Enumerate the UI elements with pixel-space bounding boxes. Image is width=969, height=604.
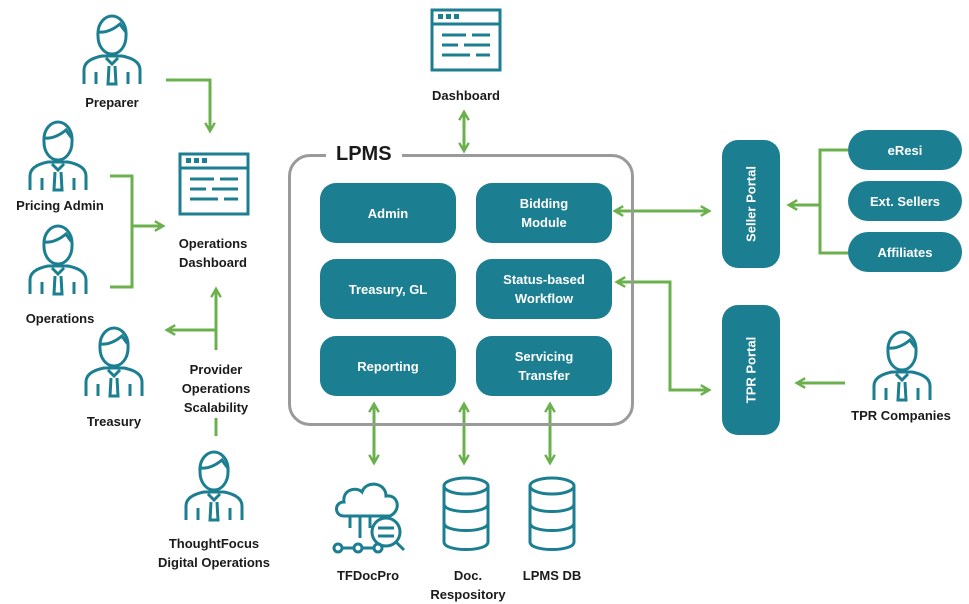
label-lpms-db: LPMS DB: [522, 568, 582, 583]
lpms-container: [288, 154, 634, 426]
seller-portal[interactable]: Seller Portal: [722, 140, 780, 268]
module-treasury-gl[interactable]: Treasury, GL: [320, 259, 456, 319]
label-tpr-companies: TPR Companies: [851, 408, 951, 423]
label-dashboard: Dashboard: [432, 88, 500, 103]
lpms-title: LPMS: [326, 142, 402, 166]
arrow-preparer-dashboard: [166, 78, 216, 134]
label-operations: Operations: [25, 311, 95, 326]
dashboard-window-icon: [178, 152, 250, 216]
person-icon: [872, 330, 932, 402]
seller-ext-sellers[interactable]: Ext. Sellers: [848, 181, 962, 221]
module-servicing-transfer[interactable]: Servicing Transfer: [476, 336, 612, 396]
label-provider-operations: Provider Operations Scalability: [181, 362, 251, 415]
seller-portal-label: Seller Portal: [743, 166, 759, 242]
label-pricing-admin: Pricing Admin: [16, 198, 104, 213]
seller-affiliates[interactable]: Affiliates: [848, 232, 962, 272]
person-icon: [184, 450, 244, 522]
label-treasury: Treasury: [86, 414, 142, 429]
database-icon: [442, 476, 490, 551]
label-doc-repository: Doc. Respository: [430, 568, 506, 602]
module-status-workflow[interactable]: Status-based Workflow: [476, 259, 612, 319]
tpr-portal[interactable]: TPR Portal: [722, 305, 780, 435]
label-preparer: Preparer: [85, 95, 139, 110]
person-icon: [82, 14, 142, 86]
module-admin[interactable]: Admin: [320, 183, 456, 243]
arrow-workflow-tpr: [614, 276, 712, 396]
module-reporting[interactable]: Reporting: [320, 336, 456, 396]
tpr-portal-label: TPR Portal: [743, 336, 759, 404]
dashboard-window-icon: [430, 8, 502, 72]
label-thoughtfocus: ThoughtFocus Digital Operations: [158, 536, 270, 570]
label-operations-dashboard: Operations Dashboard: [178, 236, 248, 270]
seller-eresi[interactable]: eResi: [848, 130, 962, 170]
cloud-network-icon: [332, 482, 406, 554]
person-icon: [84, 326, 144, 398]
bracket-pricing-operations: [110, 174, 134, 289]
person-icon: [28, 120, 88, 192]
database-icon: [528, 476, 576, 551]
person-icon: [28, 224, 88, 296]
module-bidding[interactable]: Bidding Module: [476, 183, 612, 243]
bracket-sellers: [818, 148, 848, 255]
label-tfdocpro: TFDocPro: [336, 568, 400, 583]
